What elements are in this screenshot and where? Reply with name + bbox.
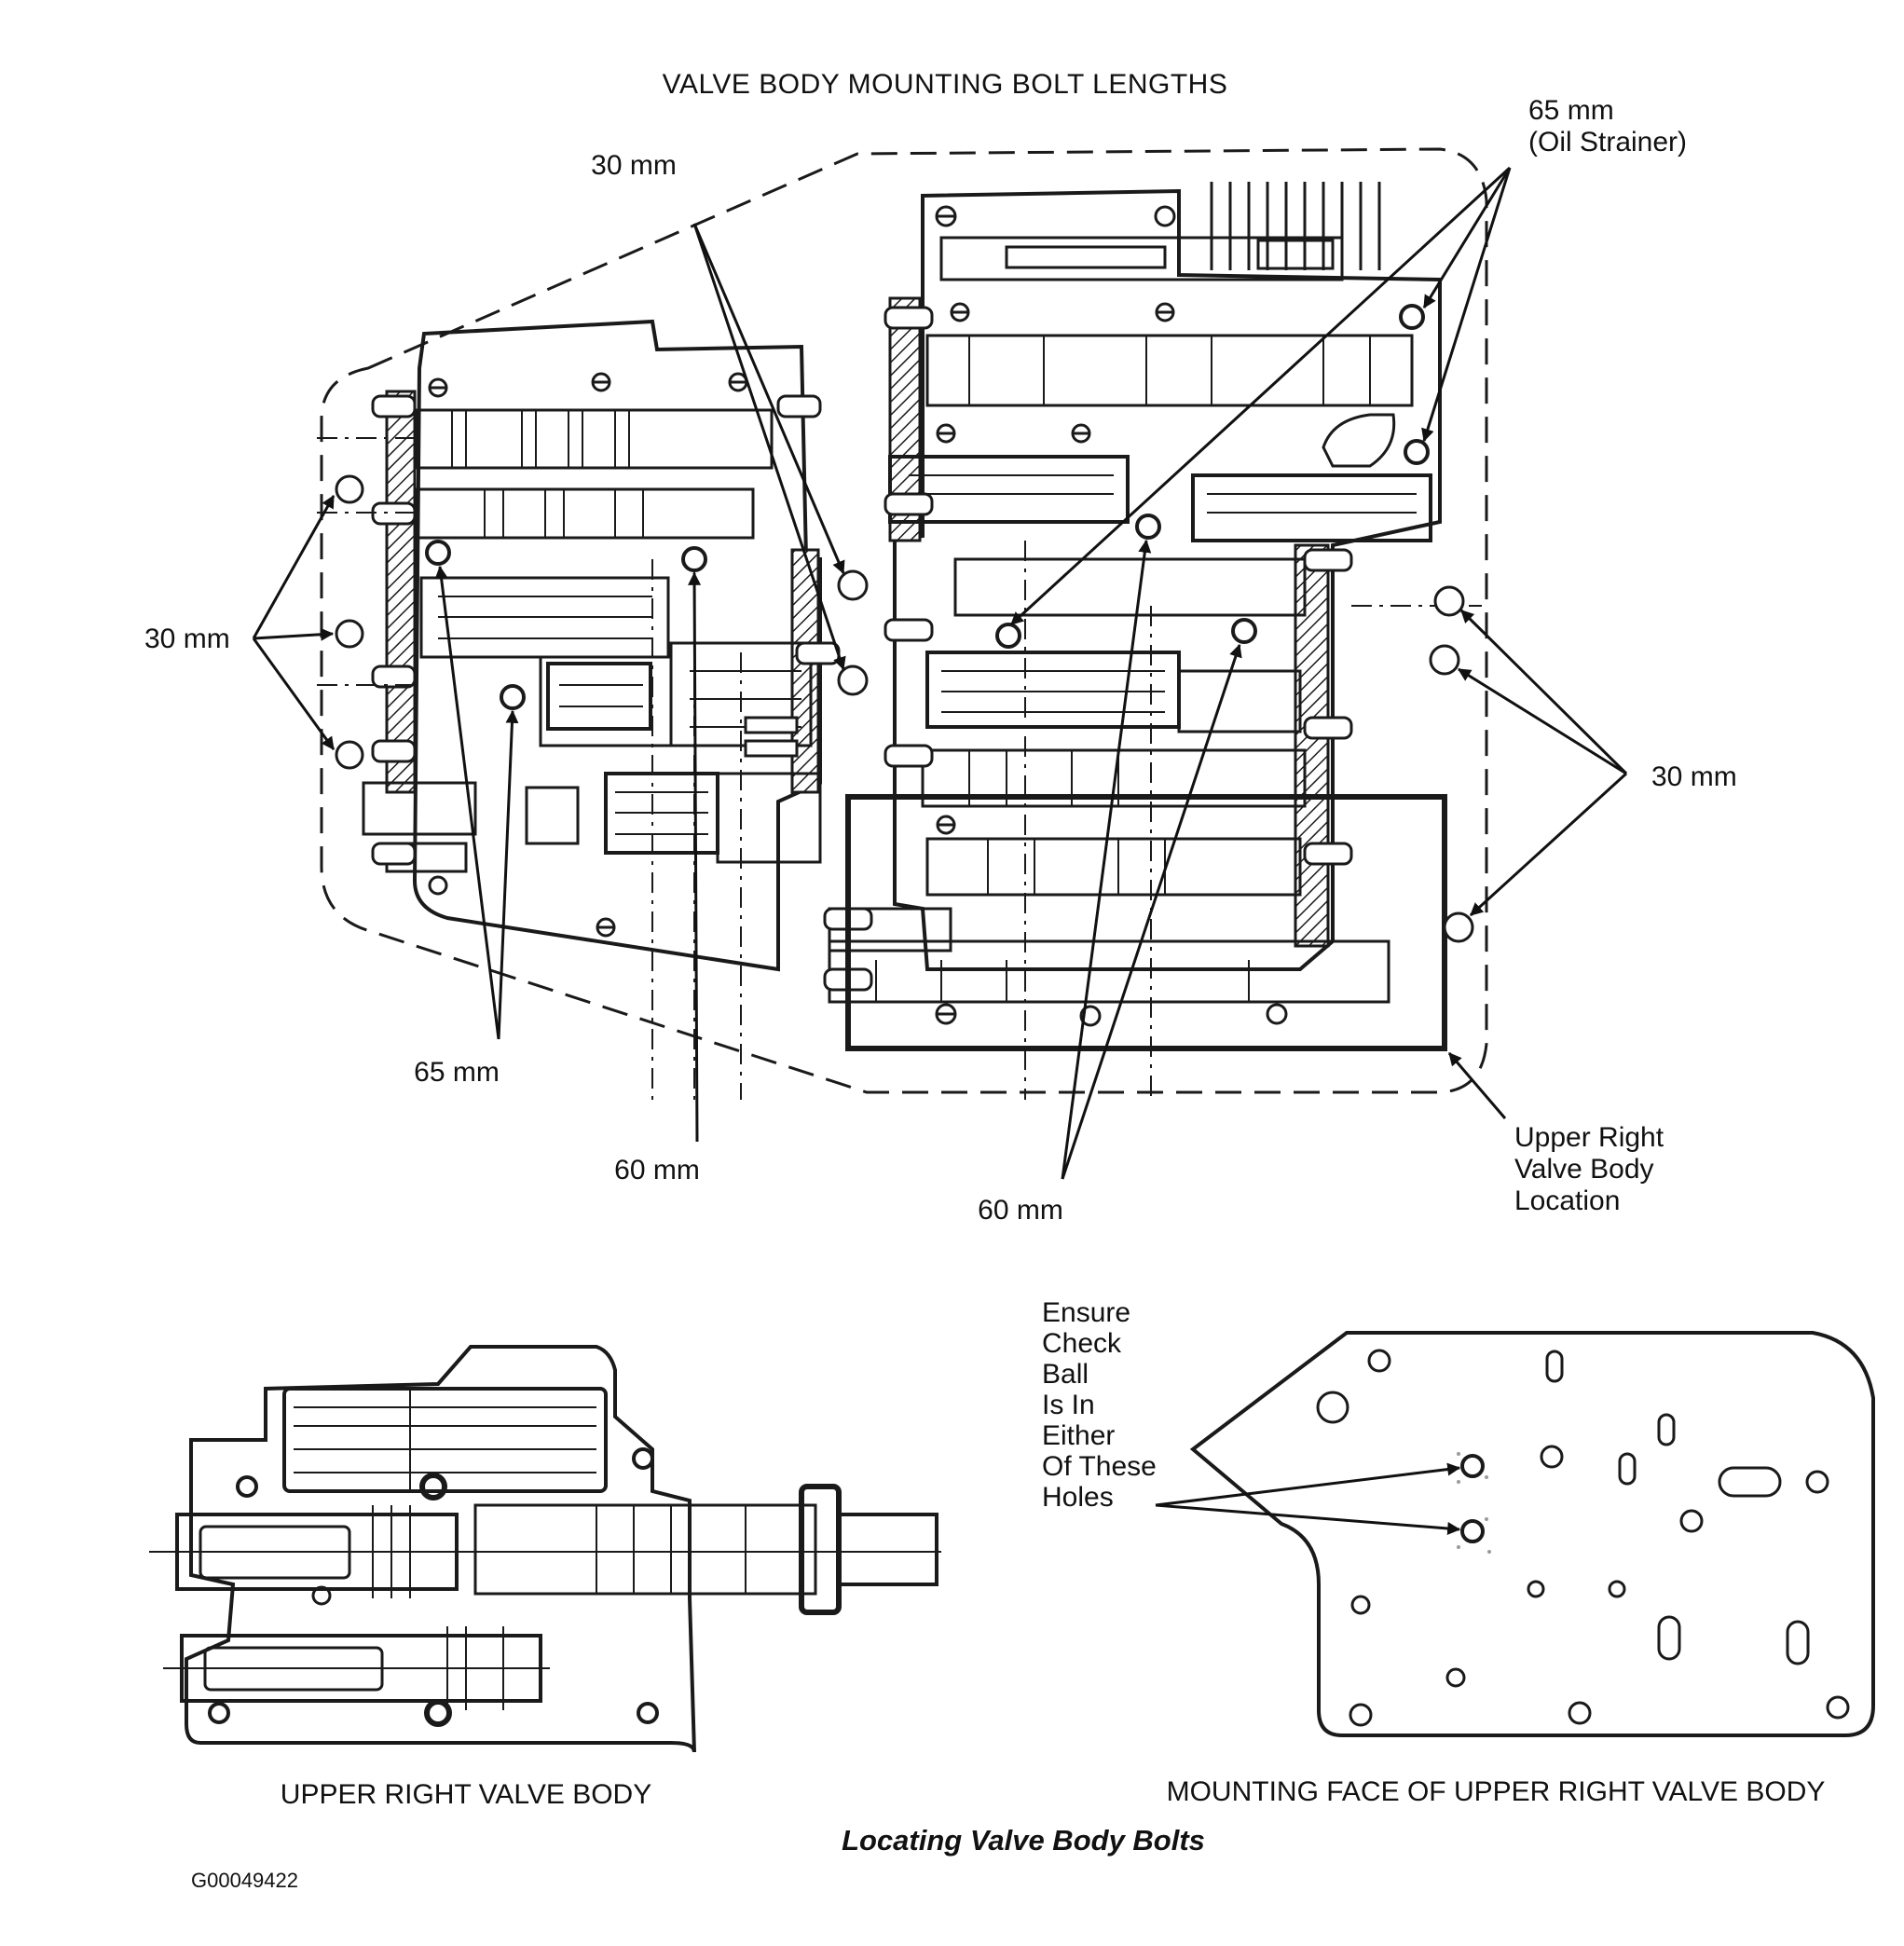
check-ball-line-5: Either bbox=[1042, 1420, 1115, 1451]
bolt-holes bbox=[335, 304, 1474, 943]
left-end-plate bbox=[385, 390, 417, 794]
label-oil-strainer: (Oil Strainer) bbox=[1528, 127, 1687, 158]
label-65mm-oil-strainer: 65 mm bbox=[1528, 95, 1614, 126]
check-ball-line-6: Of These bbox=[1042, 1451, 1157, 1482]
mounting-face-view: Ensure Check Ball Is In Either Of These … bbox=[1042, 1297, 1875, 1737]
label-location-line1: Upper Right bbox=[1514, 1122, 1664, 1153]
bolt-length-labels: 30 mm 65 mm (Oil Strainer) 30 mm 30 mm 6… bbox=[144, 95, 1737, 1226]
lower-valve-body bbox=[317, 319, 841, 1100]
figure-id: G00049422 bbox=[191, 1869, 298, 1892]
label-30mm-right: 30 mm bbox=[1651, 761, 1737, 792]
upper-right-valve-body-view bbox=[149, 1345, 941, 1753]
label-65mm-left: 65 mm bbox=[414, 1057, 500, 1088]
transmission-case-outline bbox=[320, 147, 1488, 1094]
check-ball-note: Ensure Check Ball Is In Either Of These … bbox=[1042, 1297, 1157, 1513]
label-60mm-right: 60 mm bbox=[978, 1195, 1063, 1226]
label-location-line2: Valve Body bbox=[1514, 1154, 1654, 1185]
figure-caption: Locating Valve Body Bolts bbox=[842, 1824, 1205, 1857]
right-subfigure-caption: MOUNTING FACE OF UPPER RIGHT VALVE BODY bbox=[1167, 1776, 1826, 1807]
check-ball-line-7: Holes bbox=[1042, 1482, 1114, 1513]
label-30mm-left: 30 mm bbox=[144, 624, 230, 654]
check-ball-line-3: Ball bbox=[1042, 1359, 1089, 1390]
upper-valve-body bbox=[823, 182, 1482, 1100]
check-ball-line-4: Is In bbox=[1042, 1390, 1095, 1420]
left-subfigure-caption: UPPER RIGHT VALVE BODY bbox=[281, 1779, 651, 1810]
label-30mm-top: 30 mm bbox=[591, 150, 677, 181]
check-ball-line-2: Check bbox=[1042, 1328, 1122, 1359]
diagram-title: VALVE BODY MOUNTING BOLT LENGTHS bbox=[663, 69, 1228, 100]
label-60mm-middle: 60 mm bbox=[614, 1155, 700, 1185]
check-ball-line-1: Ensure bbox=[1042, 1297, 1130, 1328]
label-location-line3: Location bbox=[1514, 1185, 1620, 1216]
leader-lines bbox=[252, 166, 1628, 1180]
